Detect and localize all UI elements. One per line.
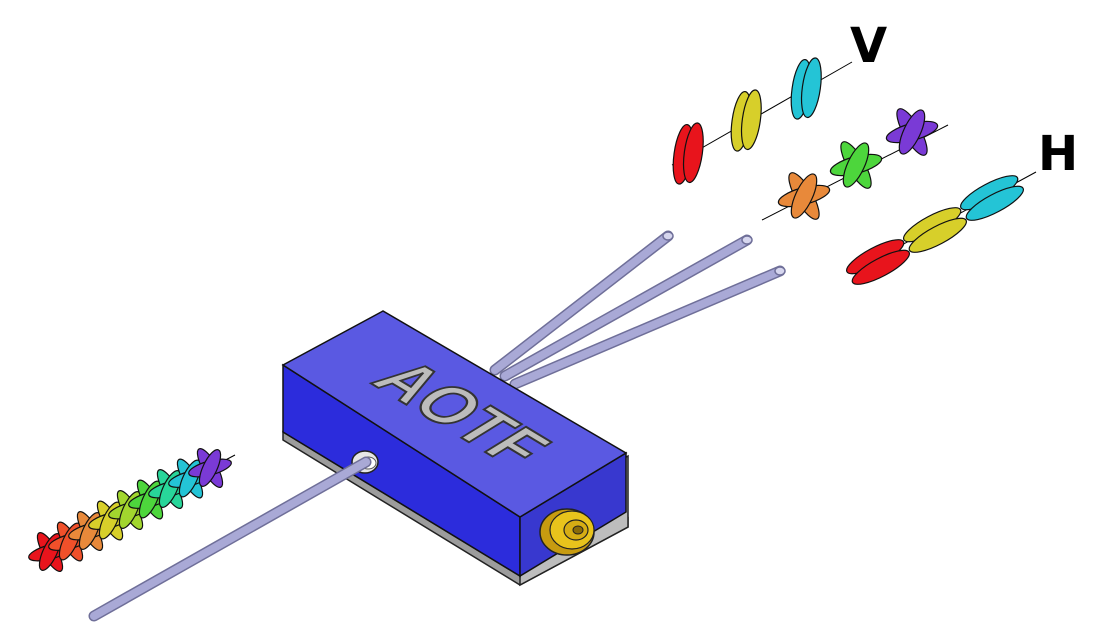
v-polarization-0 xyxy=(672,122,704,185)
input-polarization-8 xyxy=(188,448,232,488)
diffracted-polarization-1 xyxy=(829,141,883,189)
v-polarization-2 xyxy=(790,57,822,120)
aotf-device: AOTF xyxy=(281,310,629,587)
rf-connector xyxy=(539,508,595,556)
h-polarization-1 xyxy=(903,207,967,253)
device-top-face xyxy=(281,310,628,518)
vertical-label: V xyxy=(850,18,887,74)
horizontal-output-beam xyxy=(846,171,1037,285)
horizontal-label: H xyxy=(1038,126,1078,182)
diffracted-polarization-0 xyxy=(777,172,831,220)
input-spectrum xyxy=(28,448,236,572)
diffracted-polarization-2 xyxy=(885,108,939,156)
vertical-output-beam xyxy=(671,57,853,185)
h-polarization-2 xyxy=(960,175,1024,221)
input-fiber xyxy=(88,456,372,622)
h-polarization-0 xyxy=(846,239,910,285)
v-polarization-1 xyxy=(730,89,762,152)
output-fibers xyxy=(489,230,786,390)
diffracted-output-beam xyxy=(761,108,949,221)
